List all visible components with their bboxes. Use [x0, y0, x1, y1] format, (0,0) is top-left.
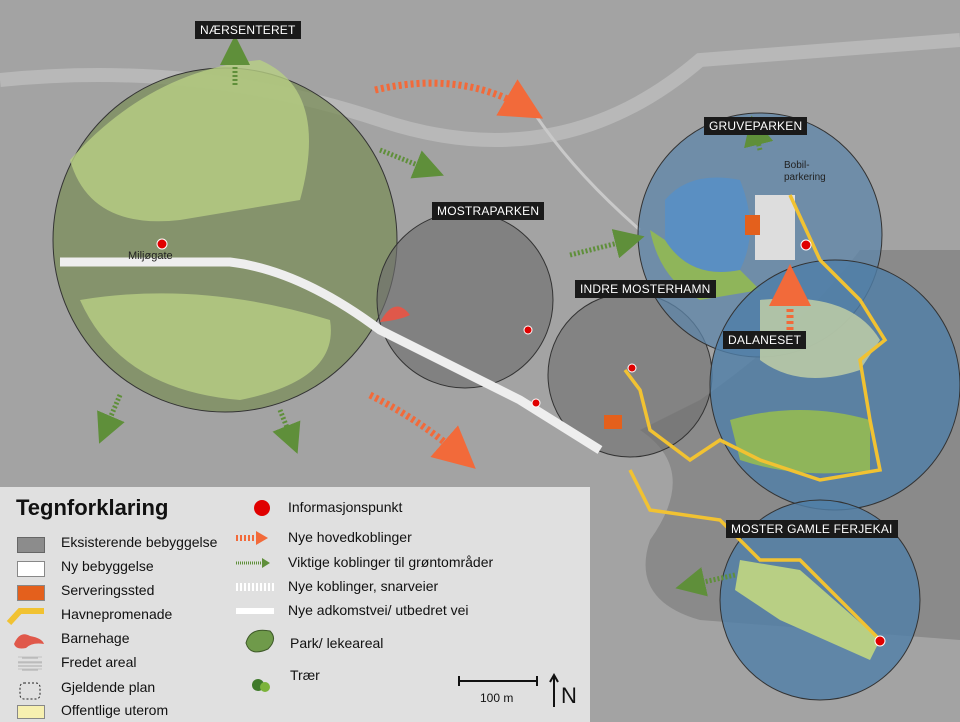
- green-connection-arrow: [272, 409, 301, 454]
- info-point[interactable]: [874, 635, 886, 647]
- kindergarten: [380, 306, 410, 322]
- kindergarten-swatch: [14, 634, 44, 649]
- public-space-swatch: [17, 705, 45, 719]
- restaurant-swatch: [17, 585, 45, 601]
- info-point-swatch: [254, 500, 270, 516]
- legend-right-swatches: [236, 500, 274, 692]
- north-label: N: [561, 683, 577, 708]
- info-point[interactable]: [627, 363, 637, 373]
- legend: Tegnforklaring Eksisterende bebyggelse N…: [0, 487, 590, 722]
- new-buildings-swatch: [17, 561, 45, 577]
- protected-area-swatch: [18, 654, 42, 674]
- info-point[interactable]: [800, 239, 812, 251]
- main-road: [60, 257, 603, 454]
- legend-label: Barnehage: [61, 630, 130, 646]
- label-mostraparken: MOSTRAPARKEN: [432, 202, 545, 220]
- main-connection-arrow: [374, 79, 544, 119]
- north-arrow-icon: [549, 673, 559, 707]
- legend-label: Gjeldende plan: [61, 679, 156, 695]
- main-connection-arrow: [368, 391, 476, 469]
- parking-label: Bobil- parkering: [784, 160, 826, 183]
- legend-label: Informasjonspunkt: [288, 499, 403, 515]
- info-point[interactable]: [531, 398, 541, 408]
- info-point[interactable]: [156, 238, 168, 250]
- legend-label: Ny bebyggelse: [61, 558, 154, 574]
- street-label: Miljøgate: [128, 250, 173, 262]
- legend-label: Viktige koblinger til grøntområder: [288, 554, 494, 570]
- harbour-promenade: [623, 194, 888, 642]
- existing-buildings-swatch: [17, 537, 45, 553]
- promenade-swatch: [6, 608, 44, 626]
- label-gruveparken: GRUVEPARKEN: [704, 117, 808, 135]
- legend-label: Serveringssted: [61, 582, 155, 598]
- scale-bar: [458, 676, 538, 686]
- legend-label: Trær: [290, 667, 320, 683]
- restaurant: [604, 415, 622, 429]
- green-connection-arrow: [379, 147, 444, 179]
- scale-label: 100 m: [480, 691, 514, 705]
- label-naersenteret: NÆRSENTERET: [195, 21, 301, 39]
- legend-label: Nye koblinger, snarveier: [288, 578, 439, 594]
- label-indre-mosterhamn: INDRE MOSTERHAMN: [575, 280, 716, 298]
- info-point[interactable]: [523, 325, 533, 335]
- label-dalaneset: DALANESET: [723, 331, 807, 349]
- legend-label: Park/ lekeareal: [290, 635, 384, 651]
- legend-label: Offentlige uterom: [61, 702, 169, 718]
- legend-label: Nye adkomstvei/ utbedret vei: [288, 602, 469, 618]
- legend-label: Eksisterende bebyggelse: [61, 534, 218, 550]
- park-swatch: [245, 629, 274, 653]
- legend-label: Nye hovedkoblinger: [288, 529, 412, 545]
- area-circle-mostraparken[interactable]: [376, 211, 554, 389]
- legend-label: Havnepromenade: [61, 606, 173, 622]
- legend-label: Fredet areal: [61, 654, 137, 670]
- current-plan-swatch: [19, 682, 41, 700]
- legend-title: Tegnforklaring: [16, 495, 169, 520]
- label-moster-gamle-ferjekai: MOSTER GAMLE FERJEKAI: [726, 520, 898, 538]
